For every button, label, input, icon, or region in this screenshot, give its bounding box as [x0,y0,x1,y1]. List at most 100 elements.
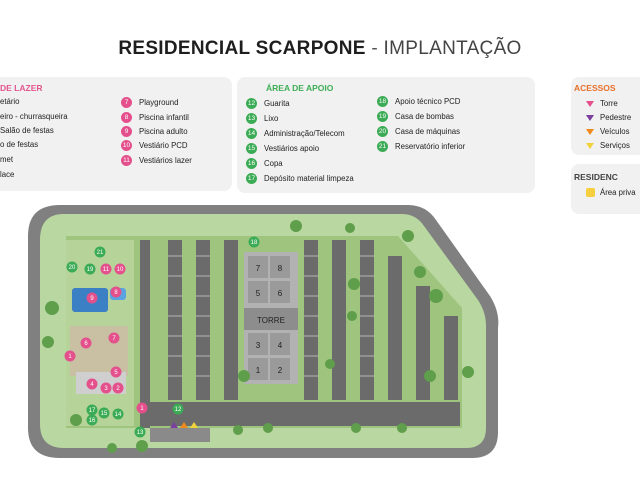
arrow-down-icon [586,114,594,121]
legend-lazer-item-3: Salão de festas [0,126,54,135]
area-marker-number: 7 [112,336,116,342]
area-marker [86,414,98,426]
title-separator: - [365,38,384,59]
legend-lazer: DE LAZER etário eiro - churrasqueira Sal… [0,77,232,191]
number-badge: 8 [121,112,132,123]
area-marker-number: 16 [89,418,96,424]
parking-lots [140,240,460,428]
area-marker-number: 2 [116,386,120,392]
area-marker-number: 1 [140,406,144,412]
area-marker-number: 19 [87,267,94,273]
area-marker [66,261,78,273]
area-marker-number: 13 [137,430,144,436]
area-marker [94,246,106,258]
tower-unit-number: 2 [278,366,283,375]
title-bold: RESIDENCIAL SCARPONE [118,38,366,59]
number-badge: 10 [121,140,132,151]
access-arrow-icon [190,422,198,428]
access-arrow-icon [170,422,178,428]
tower-unit [248,256,268,278]
legend-lazer-item-6: lace [0,170,15,179]
number-badge: 21 [377,141,388,152]
tower-unit [270,281,290,303]
number-badge: 16 [246,158,257,169]
number-badge: 17 [246,173,257,184]
tower-unit-number: 4 [278,341,283,350]
area-marker [110,286,122,298]
tower-unit [270,256,290,278]
legend-acessos-title: ACESSOS [574,83,616,93]
number-badge: 19 [377,111,388,122]
area-marker [80,337,92,349]
area-marker-number: 4 [90,382,94,388]
area-marker [100,382,112,394]
title-light: IMPLANTAÇÃO [383,38,522,59]
area-marker-number: 12 [175,407,182,413]
number-badge: 13 [246,113,257,124]
area-marker [134,426,146,438]
area-marker [64,350,76,362]
legend-area-privativa: Área priva [586,188,636,197]
area-marker [114,263,126,275]
area-marker-number: 21 [97,250,104,256]
legend-apoio-title: ÁREA DE APOIO [266,83,334,93]
area-marker [84,263,96,275]
legend-acesso-veiculos: Veículos [586,127,629,136]
legend-acessos: ACESSOS Torre Pedestre Veículos Serviços [571,77,640,155]
legend-acesso-servicos: Serviços [586,141,630,150]
area-marker-number: 1 [68,354,72,360]
area-marker [136,402,148,414]
trees [42,220,474,453]
tower-unit [248,358,268,380]
tower-unit-number: 5 [256,289,261,298]
tower-unit [248,281,268,303]
page-title: RESIDENCIAL SCARPONE - IMPLANTAÇÃO [0,38,640,60]
access-arrow-icon [180,422,188,428]
area-marker-number: 18 [251,240,258,246]
area-marker-number: 10 [117,267,124,273]
area-marker-number: 20 [69,265,76,271]
legend-residencial-title: RESIDENC [574,172,618,182]
tower-unit-number: 1 [256,366,261,375]
area-marker-number: 9 [90,296,94,302]
area-marker [86,378,98,390]
area-marker [172,403,184,415]
parking-stripes [168,255,374,377]
area-marker [86,292,98,304]
access-road [150,428,210,442]
area-marker [112,408,124,420]
area-marker-number: 8 [114,290,118,296]
number-badge: 11 [121,155,132,166]
area-marker-number: 14 [115,412,122,418]
area-marker-number: 6 [84,341,88,347]
swatch-square [586,188,595,197]
area-marker [108,332,120,344]
number-badge: 7 [121,97,132,108]
legend-lazer-title: DE LAZER [0,83,43,93]
legend-lazer-item-5: met [0,155,13,164]
area-marker [110,366,122,378]
tower-unit [248,333,268,355]
tower-unit-number: 8 [278,264,283,273]
legend-lazer-item-4: o de festas [0,140,39,149]
tower-unit-number: 6 [278,289,283,298]
tower-core [244,308,298,330]
legend-acesso-torre: Torre [586,99,618,108]
residential-tower: TORRE 7 8 5 6 3 4 1 2 [244,252,298,384]
